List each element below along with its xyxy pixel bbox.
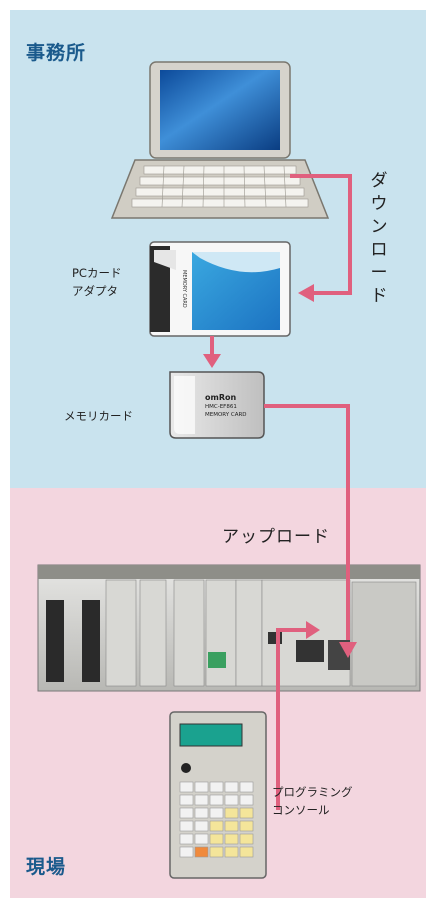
- download-arrow-path: [290, 174, 352, 295]
- memory-card-model: HMC-EF861: [205, 404, 237, 410]
- office-title: 事務所: [26, 42, 87, 64]
- pc-card-adapter-label-line2: アダプタ: [72, 284, 118, 298]
- download-label: ダウンロード: [370, 171, 388, 306]
- site-title: 現場: [26, 856, 67, 878]
- console-arrow-path: [276, 628, 310, 810]
- memory-card-brand: omRon: [205, 393, 236, 402]
- memory-card-icon: omRon HMC-EF861 MEMORY CARD: [169, 371, 265, 439]
- arrows: [210, 174, 352, 810]
- pc-card-adapter-icon: MEMORY CARD: [149, 241, 291, 337]
- console-arrowhead: [306, 621, 320, 639]
- upload-arrowhead: [339, 642, 357, 658]
- pc-card-adapter-label-line1: PCカード: [72, 266, 122, 280]
- upload-arrow-path: [264, 404, 350, 640]
- adapter-arrowhead: [203, 354, 221, 368]
- memory-card-label: メモリカード: [64, 409, 133, 423]
- programming-console-label-line2: コンソール: [272, 803, 330, 817]
- upload-label: アップロード: [222, 527, 330, 547]
- memory-card-name: MEMORY CARD: [205, 412, 247, 418]
- laptop-icon: [110, 61, 330, 219]
- arrowheads: [203, 284, 357, 658]
- download-arrowhead: [298, 284, 314, 302]
- plc-rack-icon: [37, 564, 421, 692]
- programming-console-label-line1: プログラミング: [272, 785, 353, 799]
- programming-console-label: プログラミング コンソール: [272, 783, 353, 819]
- adapter-card-label: MEMORY CARD: [181, 270, 187, 308]
- pc-card-adapter-label: PCカード アダプタ: [72, 264, 121, 300]
- programming-console-icon: [169, 711, 267, 879]
